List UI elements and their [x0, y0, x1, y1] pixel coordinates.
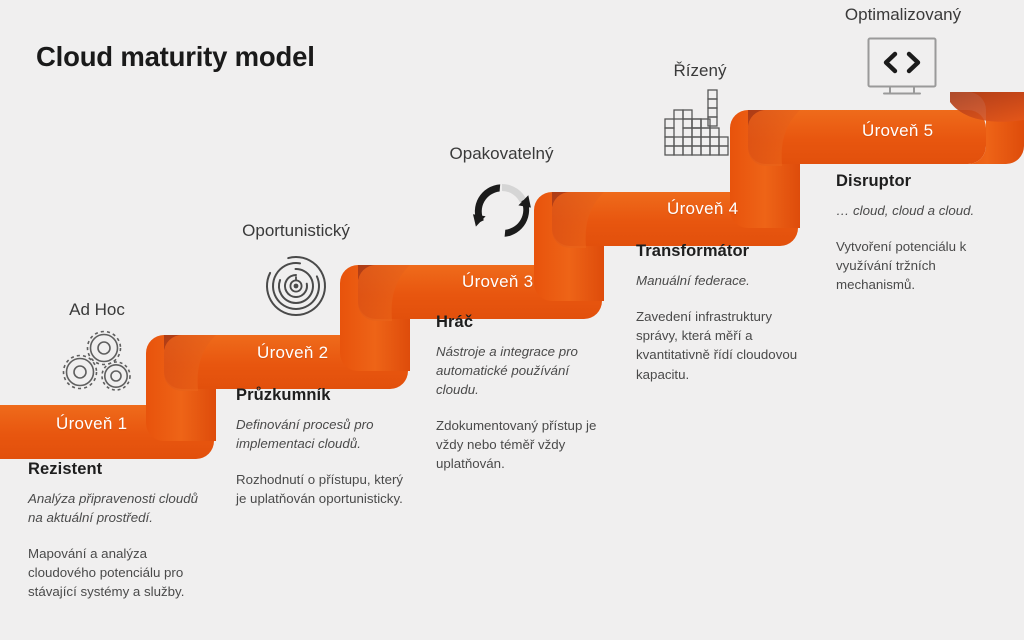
italic-level-2: Definování procesů pro implementaci clou…	[236, 417, 374, 451]
body-level-1: Mapování a analýza cloudového potenciálu…	[28, 545, 185, 600]
description-level-3: Hráč Nástroje a integrace pro automatick…	[436, 313, 606, 473]
heading-level-2: Průzkumník	[236, 386, 331, 404]
italic-level-5: … cloud, cloud a cloud.	[836, 203, 975, 218]
level-label-4: Úroveň 4	[667, 199, 739, 218]
caption-level-1: Ad Hoc	[69, 300, 125, 319]
description-level-5: Disruptor … cloud, cloud a cloud. Vytvoř…	[836, 172, 996, 295]
body-level-3: Zdokumentovaný přístup je vždy nebo témě…	[436, 417, 597, 472]
level-label-1: Úroveň 1	[56, 414, 128, 433]
page-title: Cloud maturity model	[36, 41, 315, 72]
description-level-4: Transformátor Manuální federace. Zaveden…	[636, 242, 804, 384]
level-label-3: Úroveň 3	[462, 272, 534, 291]
heading-level-5: Disruptor	[836, 172, 912, 190]
gears-icon	[58, 328, 142, 402]
heading-level-4: Transformátor	[636, 242, 750, 260]
heading-level-1: Rezistent	[28, 460, 103, 478]
caption-level-5: Optimalizovaný	[844, 5, 962, 24]
level-label-5: Úroveň 5	[862, 121, 934, 140]
heading-level-3: Hráč	[436, 313, 474, 331]
caption-level-2: Oportunistický	[242, 221, 350, 240]
caption-level-4: Řízený	[673, 61, 727, 80]
maze-icon	[262, 253, 330, 319]
caption-level-3: Opakovatelný	[449, 144, 554, 163]
italic-level-1: Analýza připravenosti cloudů na aktuální…	[28, 491, 199, 525]
italic-level-3: Nástroje a integrace pro automatické pou…	[436, 344, 578, 397]
monitor-code-icon	[866, 36, 938, 98]
tetris-blocks-icon	[662, 88, 740, 160]
body-level-4: Zavedení infrastruktury správy, která mě…	[636, 308, 798, 382]
description-level-2: Průzkumník Definování procesů pro implem…	[236, 386, 416, 508]
refresh-cycle-icon	[468, 178, 536, 244]
ribbon-step-5	[748, 92, 1024, 166]
italic-level-4: Manuální federace.	[636, 273, 750, 288]
description-level-1: Rezistent Analýza připravenosti cloudů n…	[28, 460, 206, 602]
body-level-2: Rozhodnutí o přístupu, který je uplatňov…	[236, 471, 404, 507]
level-label-2: Úroveň 2	[257, 343, 329, 362]
body-level-5: Vytvoření potenciálu k využívání tržních…	[836, 238, 967, 293]
